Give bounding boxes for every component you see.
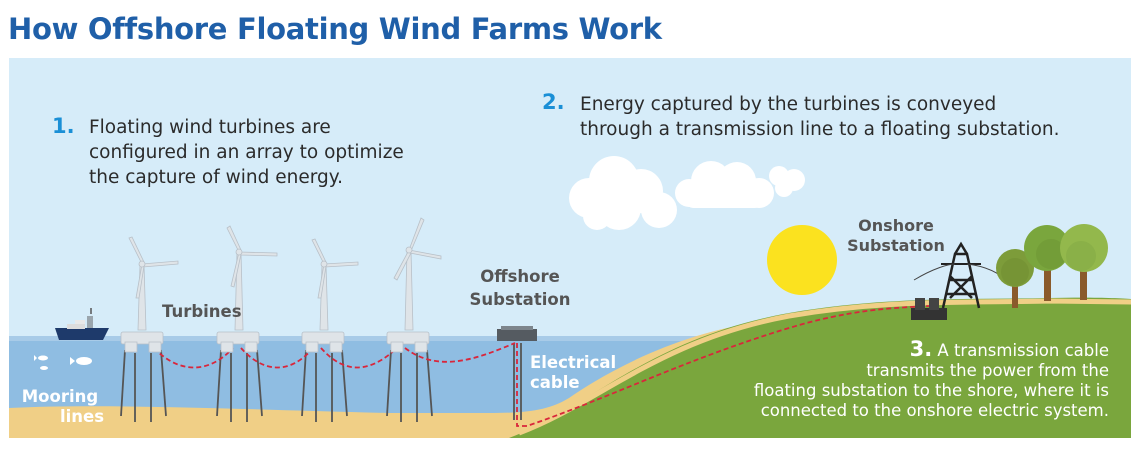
turbine	[120, 236, 179, 353]
step-3-line-1: A transmission cable	[937, 341, 1109, 360]
tree-icon	[1024, 225, 1070, 301]
step-2-line-1: Energy captured by the turbines is conve…	[580, 94, 997, 115]
diagram-illustration	[9, 58, 1131, 438]
step-3-line-2: transmits the power from the	[866, 361, 1109, 380]
turbine	[216, 225, 278, 353]
page-title: How Offshore Floating Wind Farms Work	[8, 12, 662, 46]
ship-icon	[55, 308, 109, 340]
electrical-cable-label: Electrical cable	[530, 353, 617, 392]
mooring-lines	[120, 343, 522, 422]
step-1-number: 1.	[52, 114, 75, 138]
step-3-number: 3.	[909, 337, 933, 361]
cloud-icon	[569, 156, 677, 230]
turbines-label: Turbines	[162, 302, 242, 321]
mooring-lines-label: Mooring lines	[21, 387, 105, 426]
turbine	[301, 238, 359, 353]
step-2: 2. Energy captured by the turbines is co…	[542, 90, 1060, 142]
sun-icon	[767, 225, 837, 295]
tree-icon	[996, 249, 1034, 308]
diagram-scene: 1. Floating wind turbines are configured…	[9, 58, 1131, 438]
step-1-line-1: Floating wind turbines are	[89, 117, 331, 138]
step-3-line-3: floating substation to the shore, where …	[753, 381, 1109, 400]
onshore-substation-label: Onshore Substation	[847, 216, 945, 255]
step-2-line-2: through a transmission line to a floatin…	[580, 119, 1060, 140]
onshore-substation-icon	[911, 241, 1010, 320]
cloud-icon	[769, 166, 805, 197]
step-3-line-4: connected to the onshore electric system…	[760, 401, 1109, 420]
step-1: 1. Floating wind turbines are configured…	[52, 114, 404, 190]
green-hill	[509, 297, 1131, 438]
tree-icon	[1060, 224, 1108, 300]
step-3: 3. A transmission cable transmits the po…	[689, 339, 1109, 421]
cloud-icon	[675, 161, 774, 208]
turbine	[386, 217, 442, 353]
step-2-number: 2.	[542, 90, 565, 114]
step-1-line-3: the capture of wind energy.	[89, 167, 343, 188]
offshore-substation-label: Offshore Substation	[469, 267, 571, 309]
electrical-cable	[153, 305, 930, 427]
offshore-substation-platform	[497, 326, 537, 341]
fish-icon	[34, 355, 92, 370]
step-1-line-2: configured in an array to optimize	[89, 142, 404, 163]
